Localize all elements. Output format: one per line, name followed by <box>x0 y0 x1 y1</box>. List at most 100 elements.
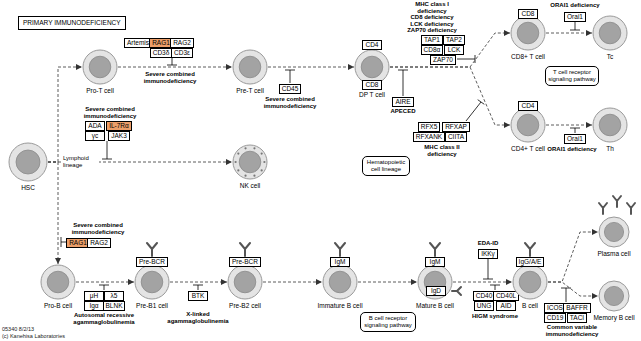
inhibition-line <box>561 288 571 302</box>
dashed-arrow <box>390 67 510 125</box>
cell-membrane <box>418 265 452 299</box>
cell-membrane <box>135 265 169 299</box>
antibody-symbol <box>335 243 345 256</box>
lineage-label: Lymphoid lineage <box>63 155 99 169</box>
cell-nucleus <box>16 150 40 174</box>
granule-dot <box>237 169 239 171</box>
cell-drawing <box>592 15 628 51</box>
gene-name: CD40 <box>476 292 493 300</box>
gene-box: λ5 <box>104 291 124 301</box>
cell-drawing <box>322 264 358 300</box>
cell-membrane <box>233 145 267 179</box>
gene-box: CD4 <box>518 101 538 111</box>
granule-dot <box>261 169 263 171</box>
dashed-arrow <box>170 282 227 283</box>
cell-circle: CD4+ T cell <box>510 107 546 143</box>
disease-label: Autosomal recessive agammaglobulinemia <box>68 312 140 325</box>
gene-box: CD4 <box>362 40 382 50</box>
gene-box: CD8 <box>518 9 538 19</box>
gene-name: CD3ε <box>174 49 190 57</box>
granule-dot <box>237 152 239 154</box>
gene-name: IgG/A/E <box>519 258 542 266</box>
gene-box: TAP1 <box>421 35 443 45</box>
gene-name: RFXAP <box>445 123 467 131</box>
antibody-symbol <box>599 203 607 214</box>
disease-label: Severe combined immunodeficiency <box>67 222 129 235</box>
cell-drawing <box>592 107 628 143</box>
gene-box: TAP2 <box>443 35 465 45</box>
cell-drawing <box>510 107 546 143</box>
cell-drawing <box>82 49 118 85</box>
cell-label: Immature B cell <box>317 302 362 310</box>
cell-label: Pro-B cell <box>44 302 72 310</box>
cell-circle: Pre-B1 cell <box>134 264 170 300</box>
pathway-box: Hematopoietic cell lineage <box>362 156 410 176</box>
cell-drawing <box>227 264 263 300</box>
gene-box: μH <box>84 291 104 301</box>
cell-circle: Th <box>592 107 628 143</box>
antibody-symbol <box>525 243 535 256</box>
gene-name: Artemis <box>127 39 149 47</box>
gene-box: LCK <box>444 45 464 55</box>
gene-name: ZAP70 <box>433 56 453 64</box>
dashed-arrow <box>548 282 598 296</box>
cell-drawing <box>512 264 548 300</box>
gene-name: CD45 <box>282 85 299 93</box>
dashed-arrow <box>548 232 598 282</box>
gene-box: UNG <box>474 301 494 311</box>
cell-drawing <box>40 264 76 300</box>
granule-dot <box>253 175 255 177</box>
cell-drawing <box>598 280 630 312</box>
cell-nucleus <box>599 22 621 44</box>
cell-drawing <box>134 264 170 300</box>
gene-box: AIRE <box>392 97 413 107</box>
cell-membrane <box>83 50 117 84</box>
disease-label: EDA-ID <box>478 240 499 247</box>
cell-label: HSC <box>21 184 35 192</box>
gene-name: ICOS <box>547 304 563 312</box>
cell-membrane <box>511 16 545 50</box>
cell-label: Plasma cell <box>597 250 630 258</box>
pathway-name: T cell receptor signaling pathway <box>548 69 596 83</box>
gene-name: TAP1 <box>424 36 440 44</box>
cell-circle: B cell <box>512 264 548 300</box>
cell-membrane <box>355 50 389 84</box>
cell-nucleus <box>517 22 539 44</box>
gene-name: UNG <box>477 302 491 310</box>
cell-label: Pre-T cell <box>236 87 264 95</box>
gene-name: λ5 <box>107 292 121 300</box>
inhibition-line <box>490 285 500 290</box>
cell-label: Pro-T cell <box>86 87 114 95</box>
disease-label: LCK deficiency <box>410 21 453 28</box>
inhibition-line <box>99 285 109 290</box>
dashed-arrow <box>453 282 512 283</box>
cell-circle: Memory B cell <box>598 280 630 312</box>
gene-name: JAK3 <box>111 132 127 140</box>
gene-name: ADA <box>88 122 102 130</box>
cell-membrane <box>9 143 47 181</box>
gene-name: CD4 <box>365 41 379 49</box>
granule-dot <box>253 147 255 149</box>
gene-box: Pre-BCR <box>229 257 261 267</box>
dashed-arrow <box>546 125 592 126</box>
gene-box: Orai1 <box>564 12 586 22</box>
disease-label: ZAP70 deficiency <box>407 27 457 34</box>
cell-membrane <box>599 217 629 247</box>
gene-name: IgM <box>333 258 347 266</box>
gene-box: IgD <box>426 286 446 296</box>
cell-membrane <box>233 50 267 84</box>
antibody-symbol <box>452 287 461 295</box>
cell-label: NK cell <box>240 182 261 190</box>
gene-name: Orai1 <box>567 13 583 21</box>
cell-nucleus <box>141 271 163 293</box>
disease-label: Common variable immunodeficiency <box>541 324 603 337</box>
inhibition-line <box>466 100 484 121</box>
gene-box: CD19 <box>544 313 567 323</box>
cell-nucleus <box>89 56 111 78</box>
inhibition-line <box>457 55 475 63</box>
cell-circle: Pro-T cell <box>82 49 118 85</box>
gene-box: RFX5 <box>418 122 441 132</box>
cell-circle: Pre-T cell <box>232 49 268 85</box>
antibody-symbol <box>147 243 157 256</box>
gene-box: Orai1 <box>564 134 586 144</box>
